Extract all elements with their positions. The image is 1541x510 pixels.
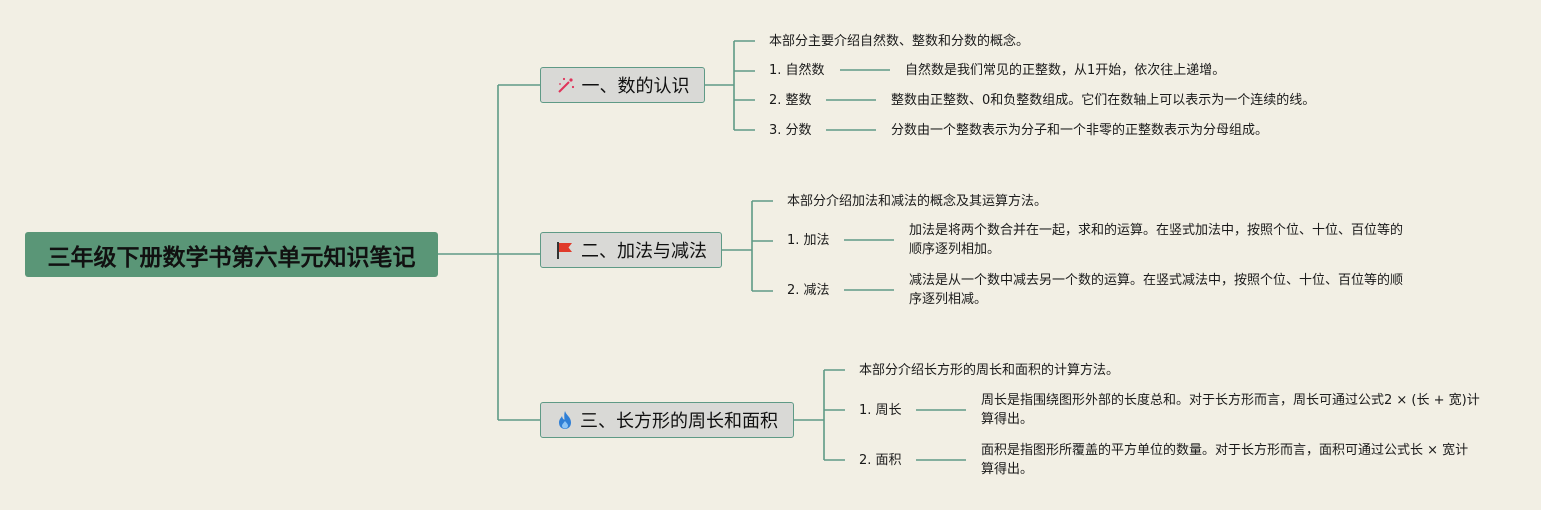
- topic2-intro[interactable]: 本部分介绍加法和减法的概念及其运算方法。: [787, 194, 1048, 209]
- fire-icon: [556, 410, 574, 430]
- magic-wand-icon: [556, 76, 576, 94]
- topic1-item-natural-number[interactable]: 1. 自然数: [769, 63, 825, 78]
- topic-number-recognition[interactable]: 一、数的认识: [540, 67, 705, 103]
- topic2-item-addition[interactable]: 1. 加法: [787, 233, 830, 248]
- topic-rectangle-perimeter-area[interactable]: 三、长方形的周长和面积: [540, 402, 794, 438]
- topic1-item-fraction[interactable]: 3. 分数: [769, 123, 812, 138]
- root-title: 三年级下册数学书第六单元知识笔记: [47, 244, 416, 271]
- topic2-item-addition-desc[interactable]: 加法是将两个数合并在一起，求和的运算。在竖式加法中，按照个位、十位、百位等的顺序…: [909, 223, 1404, 257]
- topic1-item-fraction-desc[interactable]: 分数由一个整数表示为分子和一个非零的正整数表示为分母组成。: [891, 123, 1269, 138]
- topic3-intro[interactable]: 本部分介绍长方形的周长和面积的计算方法。: [859, 363, 1120, 378]
- red-flag-icon: [555, 240, 575, 260]
- topic1-branch-trunk: [704, 41, 735, 130]
- root-node[interactable]: 三年级下册数学书第六单元知识笔记: [25, 232, 438, 277]
- topic1-item-integer-desc[interactable]: 整数由正整数、0和负整数组成。它们在数轴上可以表示为一个连续的线。: [891, 93, 1316, 108]
- topic1-intro[interactable]: 本部分主要介绍自然数、整数和分数的概念。: [769, 34, 1030, 49]
- topic3-item-area[interactable]: 2. 面积: [859, 453, 902, 468]
- topic1-item-natural-number-desc[interactable]: 自然数是我们常见的正整数，从1开始，依次往上递增。: [905, 63, 1226, 78]
- topic3-item-area-desc[interactable]: 面积是指图形所覆盖的平方单位的数量。对于长方形而言，面积可通过公式长 × 宽计算…: [981, 443, 1469, 477]
- topic2-item-subtraction[interactable]: 2. 减法: [787, 283, 830, 298]
- topic3-item-perimeter[interactable]: 1. 周长: [859, 403, 902, 418]
- topic2-item-subtraction-desc[interactable]: 减法是从一个数中减去另一个数的运算。在竖式减法中，按照个位、十位、百位等的顺序逐…: [909, 273, 1404, 307]
- topic-label: 一、数的认识: [581, 76, 690, 97]
- topic2-branch-trunk: [721, 201, 753, 291]
- topic-label: 二、加法与减法: [581, 241, 707, 262]
- topic-label: 三、长方形的周长和面积: [580, 411, 778, 432]
- topic-addition-subtraction[interactable]: 二、加法与减法: [540, 232, 722, 268]
- topic3-item-perimeter-desc[interactable]: 周长是指围绕图形外部的长度总和。对于长方形而言，周长可通过公式2 × (长 + …: [981, 393, 1480, 427]
- topic3-branch-trunk: [793, 370, 825, 460]
- topic1-item-integer[interactable]: 2. 整数: [769, 93, 812, 108]
